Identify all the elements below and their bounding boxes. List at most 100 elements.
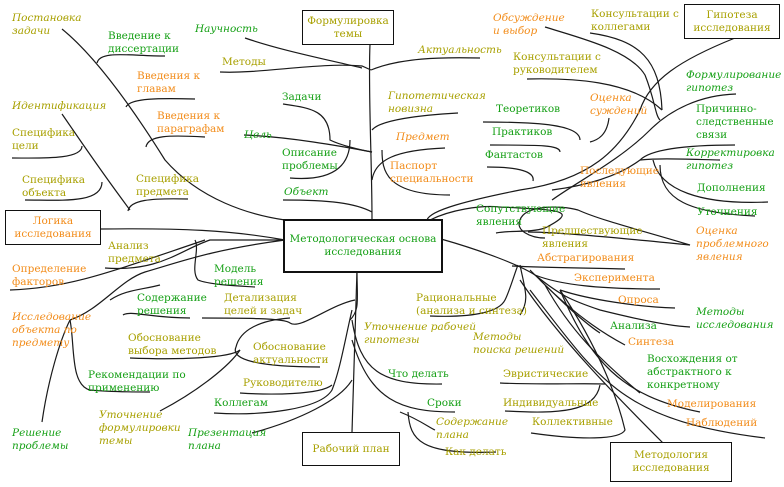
line-spec-obekta — [24, 181, 103, 201]
line-sinteza — [539, 279, 626, 346]
label-zadachi: Задачи — [282, 91, 322, 103]
line-kollegam — [213, 309, 353, 415]
label-detalizatsiya: Детализация целей и задач — [224, 292, 303, 317]
formulation-box[interactable]: Формулировка темы — [302, 10, 394, 45]
line-soderzhanie-u — [122, 312, 191, 319]
hypothesis-box[interactable]: Гипотеза исследования — [684, 4, 780, 39]
label-aktualnost: Актуальность — [418, 44, 502, 56]
label-utochnenie-temy: Уточнение формулировки темы — [99, 409, 181, 447]
label-model: Модель решения — [214, 263, 264, 288]
label-kollektivnye: Коллективные — [532, 416, 613, 428]
line-teoretikov — [482, 121, 581, 141]
center-box-label: Методологическая основа исследования — [289, 233, 437, 258]
line-soderzhanie — [109, 284, 161, 301]
center-box[interactable]: Методологическая основа исследования — [283, 219, 443, 273]
methodology-box-label: Методология исследования — [632, 449, 710, 474]
label-spec-tseli: Специфика цели — [12, 127, 76, 152]
line-obsuzhdenie — [544, 26, 661, 121]
line-hypothesis-main — [426, 37, 736, 221]
line-model — [194, 239, 256, 288]
label-voshozhdenie: Восхождения от абстрактного к конкретном… — [647, 353, 738, 391]
label-korrektirovka: Корректировка гипотез — [686, 147, 775, 172]
label-dopolneniya: Дополнения — [697, 182, 766, 194]
methodology-box[interactable]: Методология исследования — [610, 442, 732, 482]
label-abstrag: Абстрагирования — [537, 252, 635, 264]
label-reshenie: Решение проблемы — [12, 427, 69, 452]
label-postanovka: Постановка задачи — [12, 12, 82, 37]
line-oprosa — [559, 289, 676, 309]
line-praktikov — [489, 144, 561, 153]
label-utochnenie-gip: Уточнение рабочей гипотезы — [364, 321, 476, 346]
label-obosn-vybora: Обоснование выбора методов — [128, 332, 217, 357]
line-metody-poiska — [519, 264, 527, 316]
label-vvedenie-diss: Введение к диссертации — [108, 30, 179, 55]
label-analiza: Анализа — [610, 320, 657, 332]
label-kak-delat: Как делать — [445, 446, 507, 458]
line-issledovanie — [69, 239, 286, 321]
label-sroki: Сроки — [427, 397, 462, 409]
line-aktualnost — [370, 57, 481, 71]
label-obekt: Объект — [284, 186, 329, 198]
line-konsult-ruk — [526, 78, 663, 111]
logic-box[interactable]: Логика исследования — [5, 210, 101, 245]
line-reshenie — [41, 319, 71, 423]
label-utochneniya: Уточнения — [697, 206, 758, 218]
label-teoretikov: Теоретиков — [496, 103, 561, 115]
line-utochnenie-gip — [349, 269, 359, 321]
line-eksperimenta — [534, 274, 661, 290]
line-formulirovanie — [551, 93, 737, 201]
label-evristicheskie: Эвристические — [503, 368, 589, 380]
label-analiz-predmeta: Анализ предмета — [108, 240, 161, 265]
label-opisanie: Описание проблемы — [282, 147, 338, 172]
line-rukovoditelyu — [239, 384, 333, 395]
label-gipot-novizna: Гипотетическая новизна — [388, 90, 486, 115]
trunk-top — [368, 43, 373, 221]
label-modelirovaniya: Моделирования — [667, 398, 757, 410]
line-pasport — [381, 149, 451, 196]
label-vvedenie-glav: Введения к главам — [137, 70, 201, 95]
line-soderzhanie-plana — [399, 411, 436, 431]
line-utochneniya — [659, 164, 756, 217]
line-logic — [100, 228, 286, 241]
line-opredelenie — [9, 239, 206, 291]
label-nauchnost: Научность — [195, 23, 258, 35]
line-sroki — [351, 339, 456, 413]
line-methodology-box — [519, 279, 666, 446]
line-dopolneniya — [652, 159, 769, 203]
line-spec-predmeta — [127, 198, 189, 212]
label-obosn-aktual: Обоснование актуальности — [253, 341, 329, 366]
line-konsult-kolleg — [589, 32, 663, 111]
formulation-box-label: Формулировка темы — [307, 14, 389, 40]
line-rekom — [69, 319, 151, 393]
label-spec-obekta: Специфика объекта — [22, 174, 86, 199]
line-kak-delat — [407, 411, 497, 453]
label-vvedenie-par: Введения к параграфам — [157, 110, 225, 135]
line-vvedenie-par — [145, 135, 206, 148]
work-plan-box[interactable]: Рабочий план — [302, 432, 400, 466]
hypothesis-box-label: Гипотеза исследования — [693, 8, 771, 34]
label-tsel: Цель — [244, 129, 272, 141]
line-utochnenie-temy — [159, 349, 241, 412]
line-vvedenie-glav — [125, 97, 196, 108]
label-formulirovanie: Формулирование гипотез — [686, 69, 782, 94]
line-spec-tseli — [11, 145, 83, 159]
label-spec-predmeta: Специфика предмета — [136, 173, 200, 198]
label-posleduyushie: Последующие явления — [580, 165, 660, 190]
line-soputstv — [429, 205, 563, 234]
line-detalizatsiya — [201, 299, 356, 325]
label-rekomendatsii: Рекомендации по применению — [88, 369, 186, 394]
label-soputstv: Сопутствующие явления — [476, 203, 566, 228]
label-soderzhanie-resh: Содержание решения — [137, 292, 207, 317]
line-analiz — [104, 239, 285, 270]
line-chto-delat — [351, 319, 443, 385]
label-predmet: Предмет — [396, 131, 450, 143]
label-metody-issl: Методы исследования — [696, 306, 774, 331]
line-vvedenie-diss — [96, 54, 166, 64]
label-praktikov: Практиков — [492, 126, 553, 138]
label-nablyudeniy: Наблюдений — [686, 417, 758, 429]
line-nablyudeniy — [529, 289, 766, 439]
label-soderzhanie-plana: Содержание плана — [436, 416, 509, 441]
label-issledovanie: Исследование объекта по предмету — [12, 311, 92, 349]
